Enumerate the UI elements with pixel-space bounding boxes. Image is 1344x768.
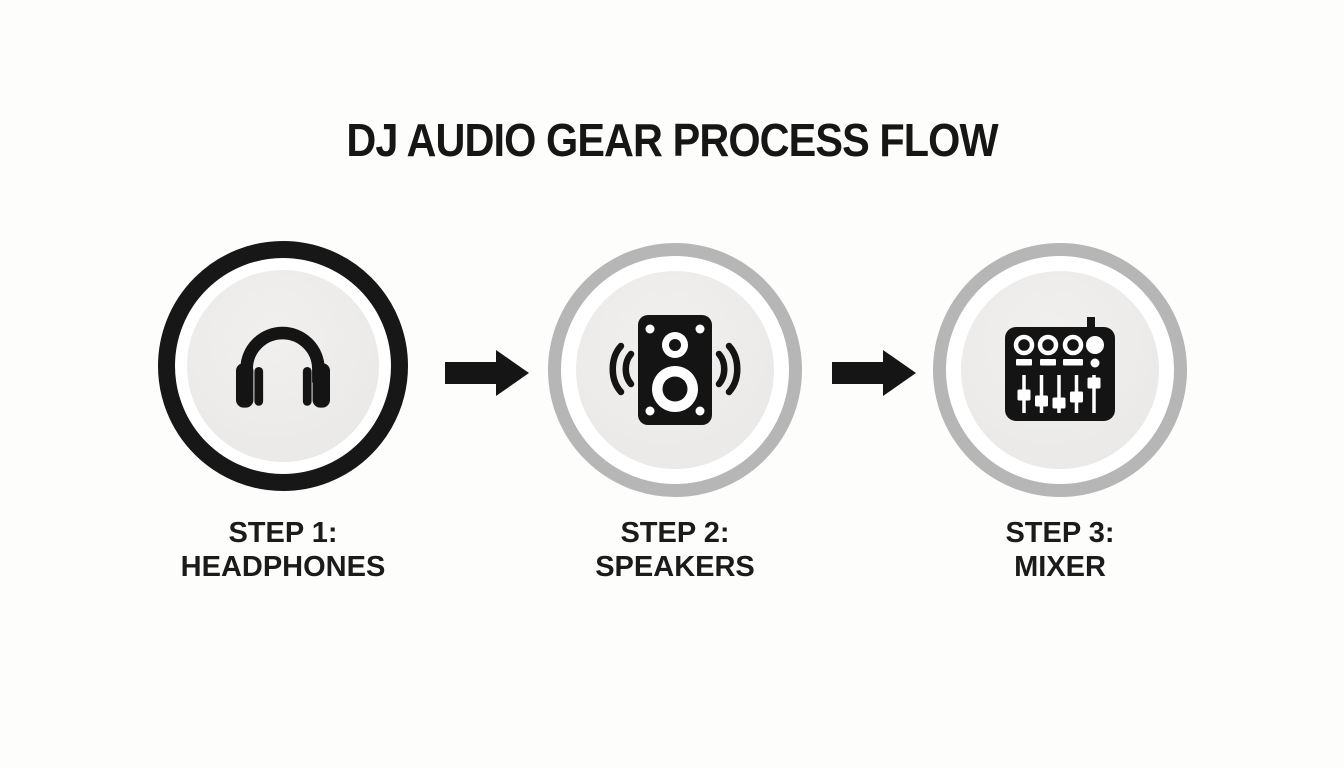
headphones-icon: [222, 303, 344, 429]
step-circle-inner: [576, 271, 774, 469]
step-label: STEP 2:: [620, 517, 730, 549]
step-label: STEP 3:: [1005, 517, 1115, 549]
step-name: HEADPHONES: [180, 551, 386, 583]
step-circle-inner: [187, 270, 379, 462]
step-circle-inner: [961, 271, 1159, 469]
mixer-icon: [1003, 317, 1117, 423]
step-caption-speakers: STEP 2: SPEAKERS: [548, 516, 802, 584]
arrow-head: [496, 350, 529, 396]
step-name: MIXER: [1014, 551, 1106, 583]
step-label: STEP 1:: [228, 517, 338, 549]
step-circle-speakers: [548, 243, 802, 497]
arrow-shaft: [445, 362, 497, 384]
step-circle-headphones: [158, 241, 408, 491]
step-caption-headphones: STEP 1: HEADPHONES: [158, 516, 408, 584]
step-circle-mixer: [933, 243, 1187, 497]
arrow-shaft: [832, 362, 884, 384]
step-caption-mixer: STEP 3: MIXER: [933, 516, 1187, 584]
page-title: DJ AUDIO GEAR PROCESS FLOW: [346, 114, 998, 166]
step-name: SPEAKERS: [595, 551, 755, 583]
speaker-icon: [605, 300, 745, 440]
flow-arrow-right-2: [832, 350, 916, 396]
arrow-head: [883, 350, 916, 396]
flow-arrow-right-1: [445, 350, 529, 396]
